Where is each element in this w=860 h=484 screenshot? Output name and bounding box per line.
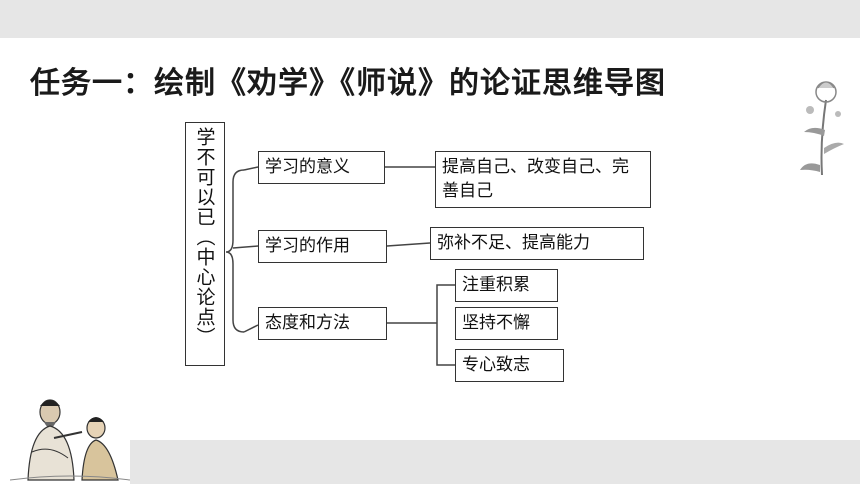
top-banner: [0, 0, 860, 38]
central-bracket: [225, 169, 245, 333]
method-bracket: [436, 284, 455, 366]
leaf-significance: 提高自己、改变自己、完善自己: [435, 151, 651, 208]
branch-significance: 学习的意义: [258, 151, 385, 184]
branch-function: 学习的作用: [258, 230, 387, 263]
page-title: 任务一：绘制《劝学》《师说》的论证思维导图: [30, 66, 666, 101]
bottom-banner: [130, 440, 860, 484]
ink-flower-illustration: [800, 81, 844, 176]
leaf-method-accumulate: 注重积累: [455, 269, 558, 302]
branch-method: 态度和方法: [258, 307, 387, 340]
scholar-figures-illustration: [10, 399, 130, 481]
leaf-function: 弥补不足、提高能力: [430, 227, 644, 260]
central-thesis-box: 学不可以已（中心论点）: [185, 122, 225, 366]
leaf-method-persevere: 坚持不懈: [455, 307, 558, 340]
leaf-method-focus: 专心致志: [455, 349, 564, 382]
connector-function: [386, 242, 431, 247]
